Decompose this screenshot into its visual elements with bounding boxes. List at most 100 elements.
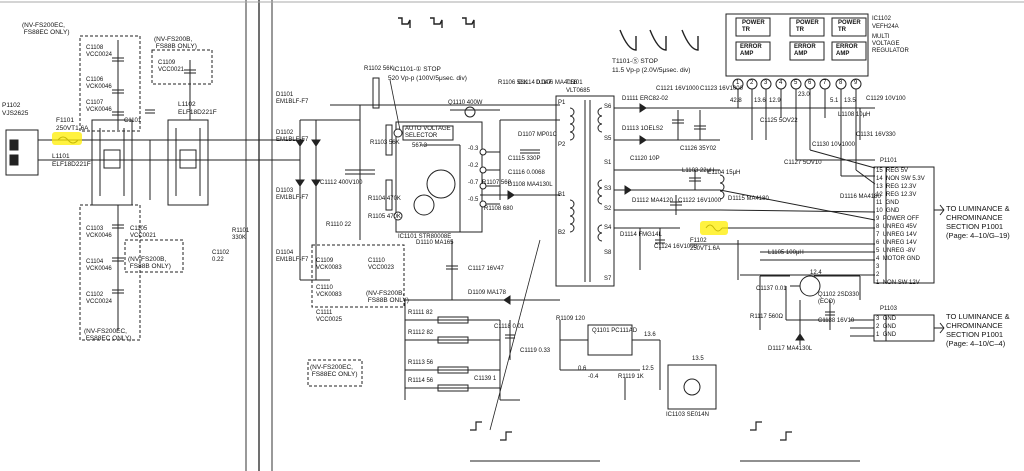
transformer-part: VLT0685 <box>566 88 590 94</box>
comp-q1101: Q1101 PC111AD <box>592 328 638 334</box>
regulator-block-1: POWER TR <box>742 20 765 33</box>
regulator-block-2: POWER TR <box>796 20 819 33</box>
diode-d1104: D1104 EM1BLF-F7 <box>276 250 309 263</box>
p1101-pin-row: 14 NON SW 5.3V <box>876 176 925 182</box>
sec-c1121: C1121 16V1000 <box>656 86 699 92</box>
ic1101-pin-2: -0.2 <box>468 163 479 169</box>
transformer-pin-s2: S2 <box>604 206 612 212</box>
comp-d1106: D1106 MA4056 <box>536 80 578 86</box>
comp-r1106: R1106 56K <box>498 80 528 86</box>
comp-d1110: D1110 MA165 <box>416 240 454 246</box>
regulator-pin-5: 5 <box>794 80 798 86</box>
p1103-pin-row: 3 GND <box>876 316 897 322</box>
regulator-voltage-6: 13.5 <box>844 98 856 104</box>
note-fs200b-top: (NV-FS200B, FS88B ONLY) <box>154 36 197 50</box>
regulator-amp-1: ERROR AMP <box>740 44 762 57</box>
note-bottom-fs200b: (NV-FS200B, FS88B ONLY) <box>128 256 171 270</box>
dest-1-line1: TO LUMINANCE & <box>946 204 1010 213</box>
note-mid-fs200ec: (NV-FS200EC, FS88EC ONLY) <box>310 364 358 378</box>
ic1101-block: AUTO VOLTAGE SELECTOR <box>405 126 451 139</box>
cap-mid-1: C1109 VCK0083 <box>316 258 342 271</box>
p1101-pin-row: 3 <box>876 264 880 270</box>
voltage-f: 12.5 <box>642 366 654 372</box>
voltage-b: 13.5 <box>692 356 704 362</box>
transformer-pin-s7: S7 <box>604 276 612 282</box>
regulator-pin-8: 8 <box>839 80 843 86</box>
sec-d1113: D1113 1OELS2 <box>622 126 664 132</box>
r1101-label: R1101 330K <box>232 228 250 241</box>
sec-l1105: L1105 100μH <box>768 250 804 256</box>
comp-r1103: R1103 56K <box>370 140 400 146</box>
coil-l1102-part: ELF18D221F <box>178 109 217 116</box>
regulator-ref: IC1102 <box>872 16 891 22</box>
regulator-voltage-1: 42.8 <box>730 98 742 104</box>
p1101-pin-row: 9 POWER OFF <box>876 216 920 222</box>
dest-1-line3: SECTION P1001 <box>946 222 1004 231</box>
comp-r1119: R1119 1K <box>618 374 644 380</box>
sec-c1131: C1131 16V330 <box>856 132 896 138</box>
regulator-voltage-2: 13.6 <box>754 98 766 104</box>
comp-d1107: D1107 MP01C <box>518 132 557 138</box>
sec-l1104: L1104 15μH <box>708 170 741 176</box>
comp-d1114: D1114 FMG14L <box>620 232 662 238</box>
comp-ic1103: IC1103 SE014N <box>666 412 709 418</box>
cap-mid-2: C1110 VCK0083 <box>316 285 342 298</box>
comp-r1109: R1109 120 <box>556 316 585 322</box>
p1103-pin-row: 2 GND <box>876 324 897 330</box>
cap-top-1: C1108 VCC0024 <box>86 45 113 58</box>
dest-1-line4: (Page: 4–10/G–19) <box>946 231 1010 240</box>
ic1101-voltage-top: 567.3 <box>412 143 428 149</box>
dest-2-line2: CHROMINANCE <box>946 321 1003 330</box>
ic1101-label: IC1101 STR80008E <box>398 234 452 240</box>
cap-bottom-2: C1104 VCK0046 <box>86 259 112 272</box>
p1101-pin-row: 13 REG 12.3V <box>876 184 917 190</box>
cap-bottom-4: C1105 VCC0021 <box>130 226 157 239</box>
highlight-fuse-f1102 <box>700 221 728 235</box>
regulator-pin-4: 4 <box>779 80 783 86</box>
diode-d1103: D1103 EM1BLF-F7 <box>276 188 309 201</box>
p1101-pin-row: 8 UNREG 45V <box>876 224 917 230</box>
note-top-left: (NV-FS200EC, FS88EC ONLY) <box>22 22 70 36</box>
transformer-pin-s4: S4 <box>604 225 612 231</box>
comp-r1108: R1108 680 <box>484 206 513 212</box>
sec-l1108: L1108 10μH <box>838 112 871 118</box>
dest-1-line2: CHROMINANCE <box>946 213 1003 222</box>
regulator-pin-3: 3 <box>764 80 768 86</box>
sec-l1103: L1103 22μH <box>682 168 715 174</box>
comp-c1114: C1114 0.047 <box>518 80 552 86</box>
p1101-pin-table: 15 REG 5V 14 NON SW 5.3V 13 REG 12.3V 12… <box>876 168 925 288</box>
transformer-pin-b2: B2 <box>558 230 566 236</box>
transformer-pin-s1: S1 <box>604 160 612 166</box>
diode-d1101: D1101 EM1BLF-F7 <box>276 92 309 105</box>
p1101-pin-row: 1 NON SW 12V <box>876 280 920 286</box>
regulator-voltage-5: 5.1 <box>830 98 839 104</box>
p1103-pin-row: 1 GND <box>876 332 897 338</box>
note-bottom-fs200ec: (NV-FS200EC, FS88EC ONLY) <box>84 328 132 342</box>
regulator-amp-2: ERROR AMP <box>794 44 816 57</box>
cap-bottom-1: C1103 VCK0046 <box>86 226 112 239</box>
p1101-pin-row: 12 REG 12.3V <box>876 192 917 198</box>
comp-c1118: C1118 0.01 <box>494 324 525 330</box>
transformer-pin-s6: S6 <box>604 104 612 110</box>
diode-d1102: D1102 EM1BLF-F7 <box>276 130 309 143</box>
sec-d1111: D1111 ERC82-02 <box>622 96 669 102</box>
transformer-pin-p2: P2 <box>558 142 566 148</box>
regulator-pin-7: 7 <box>823 80 827 86</box>
sec-c1126: C1126 35Y02 <box>680 146 717 152</box>
comp-r1111: R1111 82 <box>408 310 433 316</box>
sec-c1120: C1120 10P <box>630 156 660 162</box>
fuse-f1101-ref: F1101 <box>56 117 74 124</box>
transformer-pin-s3: S3 <box>604 186 612 192</box>
highlight-fuse-f1101 <box>52 132 82 145</box>
waveform-t-title: T1101-Ⓢ STOP <box>612 58 658 65</box>
comp-r1105: R1105 470K <box>368 214 401 220</box>
sec-c1123: C1123 16V1000 <box>700 86 743 92</box>
transformer-pin-s8: S8 <box>604 250 612 256</box>
comp-d1108: D1108 MA4130L <box>508 182 553 188</box>
p1101-pin-row: 5 UNREG -8V <box>876 248 916 254</box>
p1101-pin-row: 2 <box>876 272 880 278</box>
coil-l1101-ref: L1101 <box>52 153 70 160</box>
comp-c1112: C1112 400V100 <box>320 180 363 186</box>
regulator-desc: MULTI VOLTAGE REGULATOR <box>872 34 909 54</box>
p1103-pin-table: 3 GND 2 GND 1 GND <box>876 316 896 340</box>
